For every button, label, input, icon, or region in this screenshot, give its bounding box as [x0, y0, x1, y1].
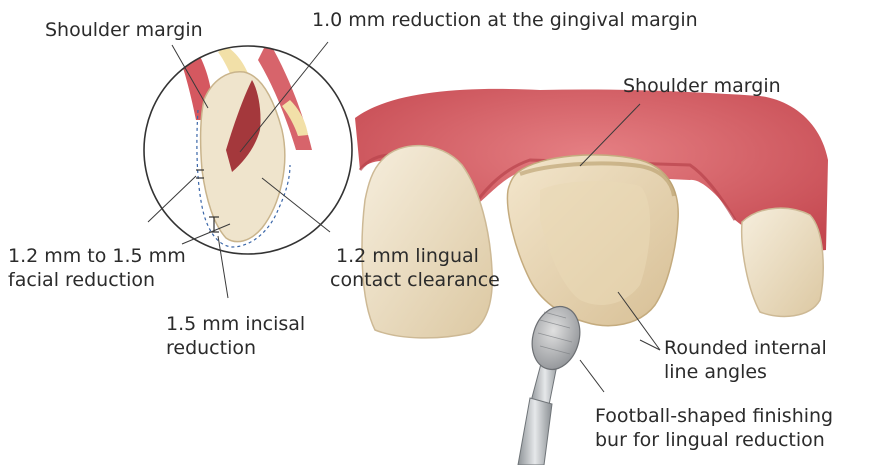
label-lingual-clearance: 1.2 mm lingual contact clearance — [330, 244, 500, 292]
label-internal-angles-line2: line angles — [664, 360, 827, 384]
label-shoulder-margin-left: Shoulder margin — [45, 18, 203, 42]
label-facial-reduction-line2: facial reduction — [8, 268, 186, 292]
label-incisal-reduction: 1.5 mm incisal reduction — [166, 312, 305, 360]
label-facial-reduction-line1: 1.2 mm to 1.5 mm — [8, 244, 186, 268]
label-gingival-reduction: 1.0 mm reduction at the gingival margin — [312, 8, 698, 32]
label-lingual-clearance-line1: 1.2 mm lingual — [330, 244, 500, 268]
label-finishing-bur: Football-shaped finishing bur for lingua… — [595, 404, 833, 452]
label-finishing-bur-line2: bur for lingual reduction — [595, 428, 833, 452]
label-internal-angles-line1: Rounded internal — [664, 336, 827, 360]
label-finishing-bur-line1: Football-shaped finishing — [595, 404, 833, 428]
label-incisal-reduction-line2: reduction — [166, 336, 305, 360]
label-internal-angles: Rounded internal line angles — [664, 336, 827, 384]
bur-handpiece — [518, 398, 552, 465]
label-facial-reduction: 1.2 mm to 1.5 mm facial reduction — [8, 244, 186, 292]
label-incisal-reduction-line1: 1.5 mm incisal — [166, 312, 305, 336]
label-shoulder-margin-right: Shoulder margin — [623, 74, 781, 98]
label-lingual-clearance-line2: contact clearance — [330, 268, 500, 292]
leader-internal-angles-2 — [640, 340, 660, 350]
leader-finishing-bur — [580, 360, 604, 392]
right-lateral-tooth — [742, 208, 823, 316]
